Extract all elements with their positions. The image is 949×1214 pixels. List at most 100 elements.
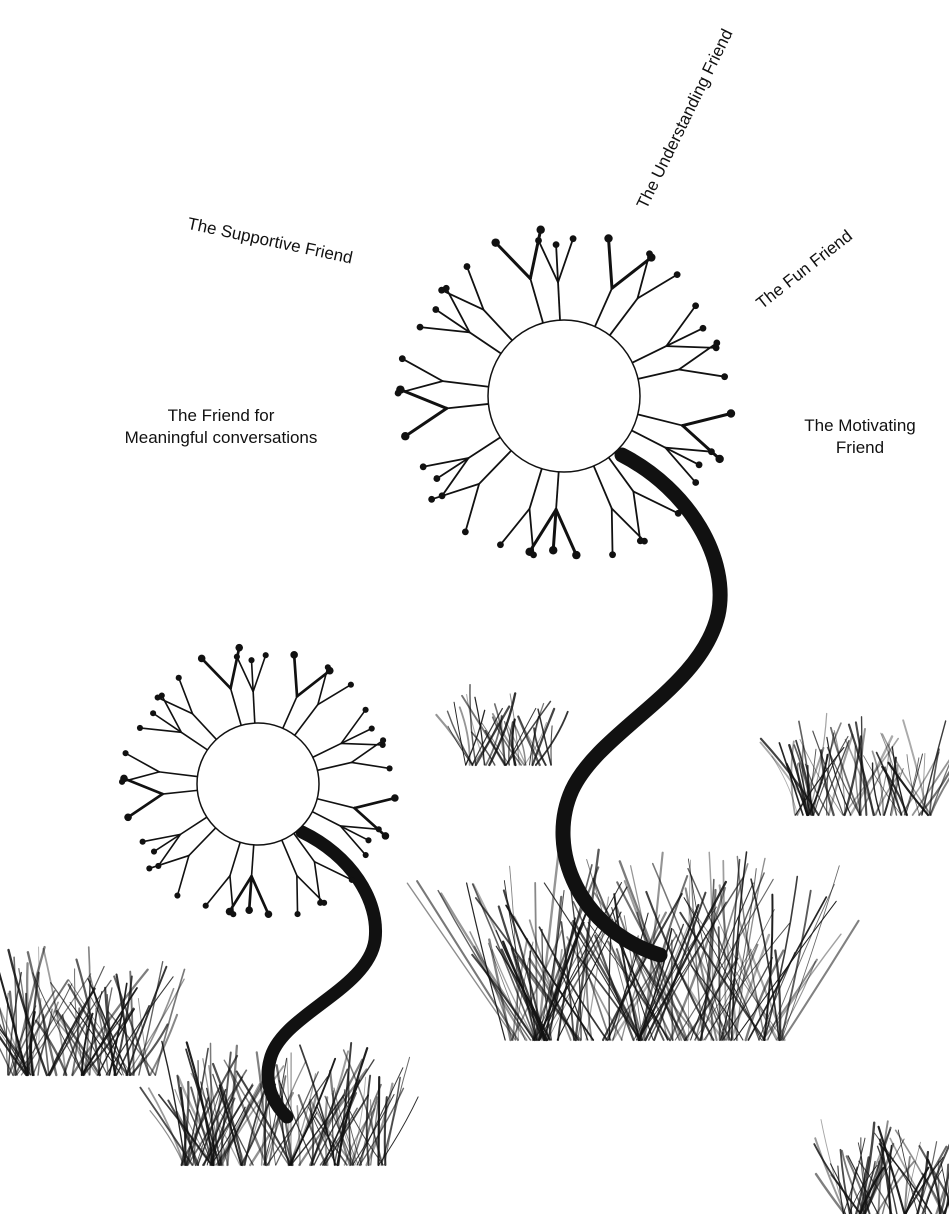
seed-tip	[349, 877, 355, 883]
seed-stalk	[638, 414, 683, 425]
seed-tip	[439, 492, 446, 499]
seed-branch	[294, 655, 297, 696]
seed-stalk	[283, 696, 297, 728]
seed-tip	[700, 325, 707, 332]
seed-tip	[572, 551, 580, 559]
seed-tip	[491, 238, 499, 246]
seed-tip	[433, 475, 440, 482]
seed-stalk	[469, 437, 501, 458]
seed-stalk	[595, 288, 612, 326]
seed-stalk	[312, 812, 340, 826]
seed-tip	[294, 911, 300, 917]
seed-stalk	[282, 840, 297, 875]
seed-tip	[464, 263, 471, 270]
seed-tip	[203, 903, 209, 909]
seed-branch	[297, 876, 324, 903]
seed-tip	[692, 302, 699, 309]
seed-tip	[265, 910, 273, 918]
seed-branch	[402, 359, 442, 381]
seed-branch	[500, 509, 529, 545]
seed-branch	[609, 238, 612, 288]
seed-stalk	[556, 472, 559, 510]
seed-branch	[612, 508, 613, 554]
seed-tip	[290, 651, 298, 659]
seed-branch	[202, 658, 231, 688]
seed-stalk	[632, 431, 666, 448]
seed-stalk	[638, 369, 679, 378]
seed-tip	[235, 644, 243, 652]
seed-tip	[497, 541, 504, 548]
seed-tip	[549, 546, 557, 554]
seed-branch	[177, 856, 188, 896]
seed-tip	[348, 682, 354, 688]
seed-stalk	[632, 346, 666, 363]
seed-branch	[128, 794, 162, 817]
seed-tip	[399, 355, 406, 362]
seed-branch	[400, 390, 446, 409]
seed-branch	[612, 257, 651, 288]
seed-tip	[363, 852, 369, 858]
seed-branch	[405, 408, 446, 436]
seed-tip	[432, 306, 439, 313]
label-motivating-line2: Friend	[780, 437, 940, 459]
seed-tip	[553, 241, 560, 248]
seed-tip	[230, 911, 236, 917]
seed-stalk	[252, 845, 254, 876]
seed-tip	[382, 832, 390, 840]
seed-stalk	[594, 466, 612, 509]
seed-branch	[355, 798, 395, 808]
seed-tip	[696, 461, 703, 468]
seed-branch	[683, 426, 720, 459]
seed-stalk	[470, 332, 501, 353]
seed-branch	[341, 710, 365, 744]
seed-branch	[665, 448, 695, 483]
seed-stalk	[530, 469, 542, 509]
label-motivating-line1: The Motivating	[780, 415, 940, 437]
seed-branch	[558, 239, 573, 283]
seed-tip	[146, 865, 152, 871]
seed-stalk	[558, 282, 560, 320]
seed-tip	[321, 900, 327, 906]
seed-branch	[465, 484, 479, 532]
seed-stalk	[180, 817, 206, 834]
seed-branch	[352, 762, 390, 768]
seed-tip	[245, 906, 253, 914]
seed-stalk	[479, 451, 511, 484]
seed-tip	[604, 234, 612, 242]
seed-tip	[363, 707, 369, 713]
seed-branch	[679, 369, 725, 376]
seed-branch	[122, 772, 159, 782]
seed-branch	[612, 508, 645, 541]
seed-branch	[253, 655, 266, 691]
seed-branch	[297, 671, 330, 697]
seed-branch	[340, 826, 365, 855]
seed-branch	[252, 876, 269, 914]
seed-tip	[570, 235, 577, 242]
seed-branch	[432, 484, 479, 499]
seed-tip	[530, 551, 537, 558]
seed-stalk	[317, 762, 351, 770]
seed-branch	[556, 510, 576, 556]
grass-clump	[0, 947, 185, 1075]
seed-tip	[727, 409, 735, 417]
grass-clump	[814, 1120, 949, 1214]
seed-tip	[428, 496, 435, 503]
seed-stalk	[610, 298, 638, 335]
label-meaningful-line1: The Friend for	[96, 405, 346, 427]
seed-branch	[149, 856, 189, 869]
seed-tip	[365, 837, 371, 843]
seed-tip	[675, 510, 682, 517]
seed-stalk	[230, 842, 240, 875]
seed-tip	[715, 455, 723, 463]
seed-tip	[376, 826, 382, 832]
seed-tip	[692, 479, 699, 486]
seed-branch	[666, 306, 695, 346]
seed-stalk	[447, 404, 489, 408]
seed-tip	[417, 324, 424, 331]
seed-tip	[174, 892, 180, 898]
grass-clumps	[0, 685, 949, 1214]
seed-tip	[248, 657, 254, 663]
seed-tip	[123, 750, 129, 756]
seed-tip	[124, 814, 132, 822]
